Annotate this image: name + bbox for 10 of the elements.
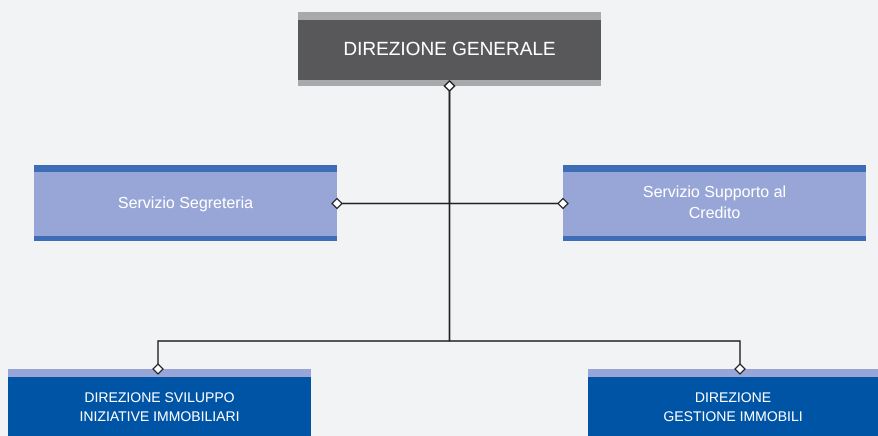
box-label: DIREZIONE GENERALE [343,38,556,62]
box-label: Servizio Segreteria [118,194,254,214]
service-box [34,165,337,241]
service-box [563,165,866,241]
executive-box [298,12,601,86]
box-label: Servizio Supporto al Credito [642,183,788,224]
box-label: DIREZIONE SVILUPPO INIZIATIVE IMMOBILIARI [78,388,240,425]
department-box [588,369,878,436]
box-label: DIREZIONE GESTIONE IMMOBILI [662,388,804,425]
department-box [8,369,311,436]
